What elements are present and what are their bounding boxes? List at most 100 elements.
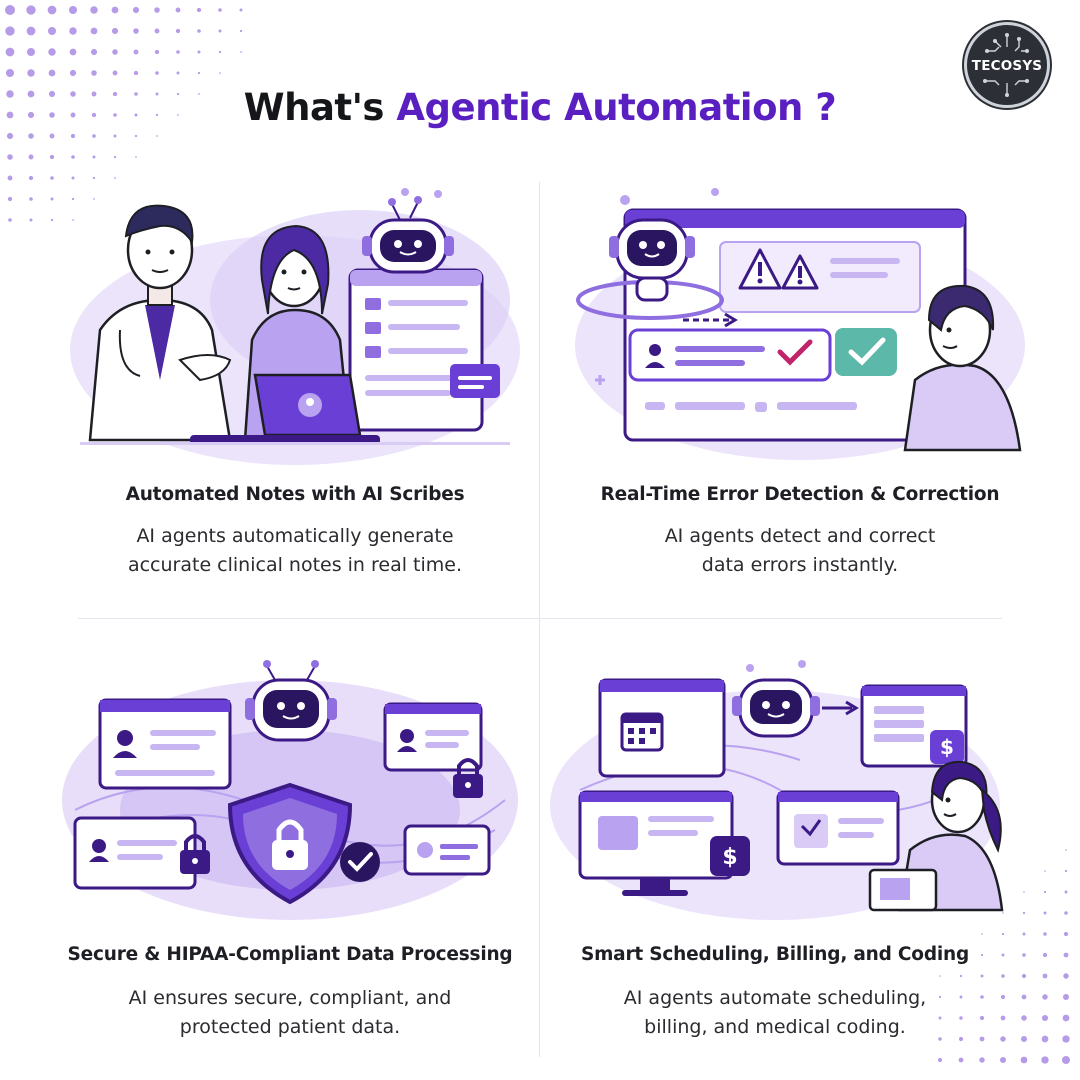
decoration-dot bbox=[197, 50, 201, 54]
decoration-dot bbox=[979, 1036, 985, 1042]
decoration-dot bbox=[111, 27, 119, 35]
decoration-dot bbox=[29, 218, 33, 222]
decoration-dot bbox=[47, 5, 57, 15]
decoration-dot bbox=[1064, 911, 1068, 915]
decoration-dot bbox=[960, 954, 962, 956]
decoration-dot bbox=[240, 51, 242, 53]
page-title: What's Agentic Automation ? bbox=[0, 86, 1080, 129]
decoration-dot bbox=[1001, 974, 1005, 978]
decoration-dot bbox=[1022, 953, 1026, 957]
decoration-dot bbox=[177, 114, 179, 116]
card-description: AI ensures secure, compliant, and protec… bbox=[55, 984, 525, 1042]
warning-icon bbox=[781, 254, 819, 290]
decoration-dot bbox=[70, 133, 76, 139]
decoration-dot bbox=[1063, 973, 1069, 979]
decoration-dot bbox=[155, 71, 159, 75]
card-ai-scribes: Automated Notes with AI Scribes AI agent… bbox=[60, 180, 530, 600]
decoration-dot bbox=[1042, 952, 1048, 958]
decoration-dot bbox=[28, 154, 34, 160]
card-title: Secure & HIPAA-Compliant Data Processing bbox=[67, 944, 513, 965]
decoration-dot bbox=[7, 196, 13, 202]
decoration-dot bbox=[197, 29, 201, 33]
dot-pattern-decoration bbox=[5, 5, 243, 222]
decoration-dot bbox=[1023, 891, 1025, 893]
decoration-dot bbox=[48, 69, 56, 77]
decoration-dot bbox=[156, 135, 158, 137]
decoration-dot bbox=[5, 68, 15, 78]
decoration-dot bbox=[50, 197, 54, 201]
decoration-dot bbox=[1021, 973, 1027, 979]
decoration-dot bbox=[70, 91, 76, 97]
decoration-dot bbox=[1041, 1035, 1049, 1043]
decoration-dot bbox=[113, 155, 117, 159]
decoration-dot bbox=[49, 133, 55, 139]
decoration-dot bbox=[91, 70, 97, 76]
decoration-dot bbox=[26, 26, 36, 36]
decoration-dot bbox=[937, 1057, 943, 1063]
decoration-dot bbox=[155, 92, 159, 96]
decoration-dot bbox=[938, 1037, 942, 1041]
decoration-dot bbox=[113, 113, 117, 117]
decoration-dot bbox=[959, 995, 963, 999]
logo-text: TECOSYS bbox=[971, 58, 1043, 74]
vertical-divider bbox=[539, 182, 540, 1057]
card-description: AI agents detect and correct data errors… bbox=[565, 522, 1035, 580]
decoration-dot bbox=[1062, 1014, 1070, 1022]
decoration-dot bbox=[1043, 932, 1047, 936]
decoration-dot bbox=[71, 176, 75, 180]
calendar-icon bbox=[620, 712, 664, 752]
decoration-dot bbox=[1000, 994, 1006, 1000]
decoration-dot bbox=[50, 218, 54, 222]
title-suffix: ? bbox=[815, 86, 837, 129]
decoration-dot bbox=[71, 155, 75, 159]
description-line: AI agents automate scheduling, bbox=[623, 987, 927, 1009]
decoration-dot bbox=[91, 91, 97, 97]
decoration-dot bbox=[1043, 911, 1047, 915]
description-line: billing, and medical coding. bbox=[644, 1016, 906, 1038]
decoration-dot bbox=[112, 70, 118, 76]
decoration-dot bbox=[49, 112, 55, 118]
decoration-dot bbox=[1041, 1014, 1049, 1022]
decoration-dot bbox=[1042, 973, 1048, 979]
decoration-dot bbox=[6, 132, 14, 140]
decoration-dot bbox=[134, 134, 138, 138]
decoration-dot bbox=[69, 48, 77, 56]
decoration-dot bbox=[1020, 1035, 1028, 1043]
decoration-dot bbox=[218, 8, 222, 12]
decoration-dot bbox=[1022, 932, 1026, 936]
decoration-dot bbox=[5, 5, 15, 15]
decoration-dot bbox=[1021, 994, 1027, 1000]
title-highlight: Agentic Automation bbox=[396, 86, 803, 129]
svg-text:$: $ bbox=[722, 845, 737, 870]
decoration-dot bbox=[133, 28, 139, 34]
decoration-dot bbox=[218, 50, 222, 54]
decoration-dot bbox=[135, 156, 137, 158]
robot-icon bbox=[362, 188, 454, 274]
decoration-dot bbox=[69, 69, 77, 77]
robot-icon bbox=[732, 660, 820, 738]
decoration-dot bbox=[979, 1057, 985, 1063]
decoration-dot bbox=[26, 47, 36, 57]
decoration-dot bbox=[69, 27, 77, 35]
decoration-dot bbox=[92, 134, 96, 138]
decoration-dot bbox=[1064, 869, 1068, 873]
decoration-dot bbox=[198, 93, 200, 95]
robot-icon bbox=[576, 218, 724, 320]
decoration-dot bbox=[70, 112, 76, 118]
error-dashboard-illustration bbox=[575, 188, 1025, 460]
decoration-dot bbox=[5, 47, 15, 57]
decoration-dot bbox=[48, 90, 56, 98]
decoration-dot bbox=[111, 6, 119, 14]
decoration-dot bbox=[112, 91, 118, 97]
decoration-dot bbox=[1000, 1015, 1006, 1021]
decoration-dot bbox=[1065, 849, 1067, 851]
decoration-dot bbox=[1041, 1056, 1049, 1064]
decoration-dot bbox=[91, 112, 97, 118]
decoration-dot bbox=[1063, 952, 1069, 958]
tecosys-logo: TECOSYS bbox=[964, 22, 1050, 108]
card-title: Real-Time Error Detection & Correction bbox=[600, 484, 1000, 505]
decoration-dot bbox=[7, 154, 13, 160]
decoration-dot bbox=[219, 72, 221, 74]
decoration-dot bbox=[29, 197, 33, 201]
decoration-dot bbox=[26, 5, 36, 15]
